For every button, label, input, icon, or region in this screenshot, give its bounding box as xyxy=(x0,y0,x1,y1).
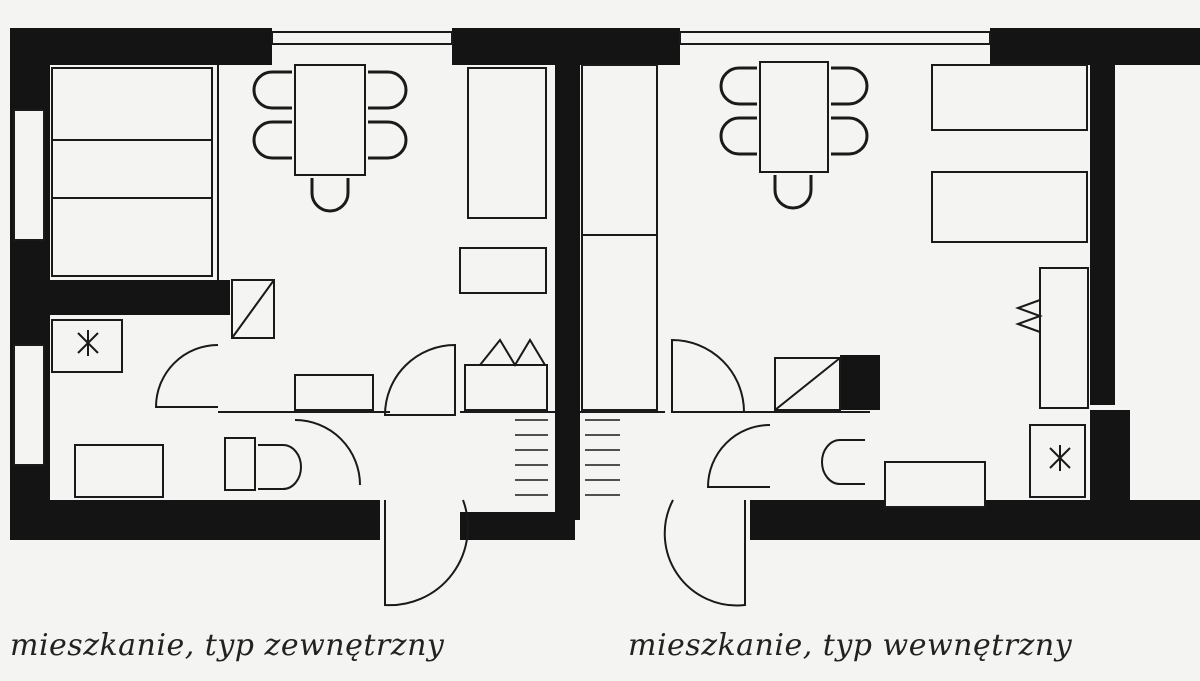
partition-kitchen-right xyxy=(840,355,880,410)
dining-table-right xyxy=(759,61,829,173)
cabinet-right xyxy=(1039,267,1089,409)
bench-left xyxy=(294,374,374,411)
entrance-door-swing xyxy=(663,499,746,607)
bed-right-1 xyxy=(931,64,1088,131)
burner-mark xyxy=(77,330,99,356)
chair xyxy=(310,178,350,213)
sink-triangle xyxy=(774,357,841,411)
chair xyxy=(831,66,869,106)
chair xyxy=(773,175,813,210)
window-left-2 xyxy=(13,344,45,466)
wardrobe-left xyxy=(467,67,547,219)
partition-bath-left xyxy=(50,280,230,315)
door-swing xyxy=(154,344,219,408)
window-top-right xyxy=(679,31,991,45)
door-swing xyxy=(706,424,771,488)
entrance-door-swing xyxy=(384,499,469,607)
toilet xyxy=(821,439,865,485)
window-left-1 xyxy=(13,109,45,241)
window-top-left xyxy=(271,31,453,45)
chair xyxy=(368,70,408,110)
caption-internal-apartment: mieszkanie, typ wewnętrzny xyxy=(628,628,1073,663)
basin xyxy=(479,338,546,367)
chairs xyxy=(252,66,869,213)
chair xyxy=(719,116,757,156)
sink-triangle xyxy=(231,279,275,339)
door-swing xyxy=(671,338,746,413)
top-wall-right xyxy=(990,28,1200,65)
bathtub-left xyxy=(74,444,164,498)
basin xyxy=(1015,299,1043,333)
right-wall-lower xyxy=(1090,410,1130,510)
party-wall xyxy=(555,28,580,520)
bottom-wall-left xyxy=(10,500,380,540)
burner-mark xyxy=(1049,445,1071,471)
desk-left xyxy=(459,247,547,294)
doors-and-partitions xyxy=(77,65,1071,607)
chair xyxy=(252,120,292,160)
bed-right-2 xyxy=(931,171,1088,243)
windows xyxy=(13,31,991,466)
bed-left-3 xyxy=(51,197,213,277)
toilet-cistern-left xyxy=(224,437,256,491)
chair xyxy=(252,70,292,110)
stairs xyxy=(515,419,620,496)
chair xyxy=(831,116,869,156)
door-swing xyxy=(294,419,361,486)
bottom-wall-stair xyxy=(460,512,575,540)
bed-left-2 xyxy=(51,139,213,199)
door-swing xyxy=(383,343,456,416)
wardrobe-right-2 xyxy=(581,234,658,411)
bathtub-right xyxy=(884,461,986,508)
bed-left-1 xyxy=(51,67,213,141)
chair xyxy=(719,66,757,106)
toilet xyxy=(258,444,302,490)
chair xyxy=(368,120,408,160)
caption-external-apartment: mieszkanie, typ zewnętrzny xyxy=(10,628,445,663)
right-wall xyxy=(1090,60,1115,405)
top-wall-left xyxy=(10,28,272,65)
cabinet-left xyxy=(464,364,548,411)
wardrobe-right-1 xyxy=(581,64,658,236)
dining-table-left xyxy=(294,64,366,176)
